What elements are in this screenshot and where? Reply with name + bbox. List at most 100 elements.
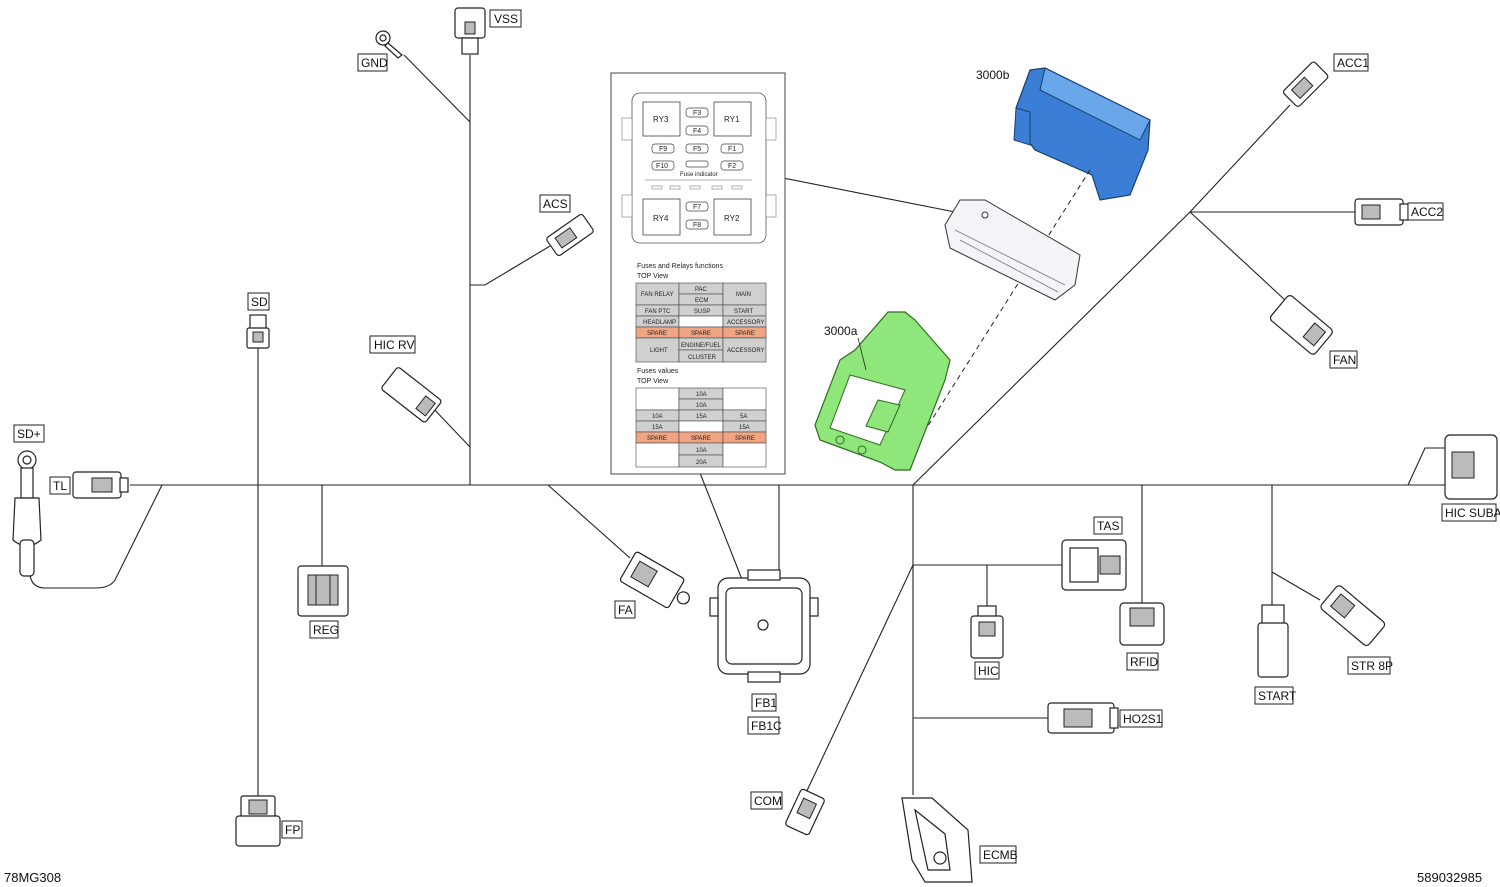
acc1-label: ACC1 bbox=[1337, 56, 1369, 70]
hic-suba-label: HIC SUBA bbox=[1445, 506, 1500, 520]
functions-table-title: Fuses and Relays functions bbox=[637, 263, 723, 270]
fan-label: FAN bbox=[1333, 353, 1356, 367]
fuse-indicator-label: Fuse indicator bbox=[680, 172, 718, 178]
functions-table-view: TOP View bbox=[637, 273, 669, 280]
drawing-code-left: 78MG308 bbox=[4, 870, 61, 885]
value-cell: 20A bbox=[696, 460, 707, 466]
part-3000a-label: 3000a bbox=[824, 324, 858, 338]
acc2-connector-icon bbox=[1354, 198, 1409, 226]
value-cell: SPARE bbox=[647, 436, 667, 442]
value-cell: 10A bbox=[696, 448, 707, 454]
function-cell: START bbox=[734, 309, 753, 315]
fp-label: FP bbox=[285, 823, 300, 837]
function-cell: ENGINE/FUEL bbox=[681, 343, 722, 349]
function-cell: HEADLAMP bbox=[643, 320, 676, 326]
vss-label: VSS bbox=[494, 12, 518, 26]
fb1-fuse-box-icon bbox=[709, 569, 819, 683]
fuse-f7-label: F7 bbox=[693, 204, 701, 211]
part-3000b-cover bbox=[1013, 67, 1151, 201]
value-cell: 5A bbox=[740, 414, 747, 420]
com-connector-icon bbox=[785, 788, 825, 836]
value-cell: 15A bbox=[652, 425, 663, 431]
hic-rv-label: HIC RV bbox=[374, 338, 414, 352]
fb1-label: FB1 bbox=[755, 696, 777, 710]
start-connector-icon bbox=[1257, 604, 1289, 678]
reg-connector-icon bbox=[297, 565, 349, 617]
acc2-label: ACC2 bbox=[1411, 205, 1443, 219]
rfid-label: RFID bbox=[1130, 655, 1158, 669]
part-3000-relay-base bbox=[944, 199, 1081, 301]
value-cell: 15A bbox=[696, 414, 707, 420]
vss-connector-icon bbox=[454, 7, 486, 55]
function-cell: PAC bbox=[695, 287, 708, 293]
fuse-f8-label: F8 bbox=[693, 222, 701, 229]
fa-label: FA bbox=[618, 603, 633, 617]
value-cell: SPARE bbox=[735, 436, 755, 442]
str-8p-label: STR 8P bbox=[1351, 659, 1393, 673]
rfid-connector-icon bbox=[1119, 602, 1165, 646]
fuse-f5-label: F5 bbox=[693, 146, 701, 153]
value-cell: 10A bbox=[696, 403, 707, 409]
function-cell: FAN RELAY bbox=[641, 292, 674, 298]
ecmb-label: ECMB bbox=[983, 848, 1018, 862]
tl-label: TL bbox=[53, 479, 67, 493]
tas-label: TAS bbox=[1097, 519, 1119, 533]
part-3000b-label: 3000b bbox=[976, 68, 1010, 82]
acc1-connector-icon bbox=[1283, 61, 1329, 107]
com-label: COM bbox=[754, 794, 782, 808]
sd-plus-label: SD+ bbox=[17, 427, 41, 441]
function-cell: FAN PTC bbox=[645, 309, 671, 315]
acs-connector-icon bbox=[546, 213, 594, 257]
fp-connector-icon bbox=[235, 795, 281, 847]
hic-rv-connector-icon bbox=[381, 367, 442, 423]
function-cell: ACCESSORY bbox=[727, 348, 765, 354]
fan-connector-icon bbox=[1269, 295, 1333, 355]
fuse-box-panel: RY3 RY1 RY4 RY2 F3 F4 F9 F5 F1 F10 Fuse … bbox=[610, 72, 786, 475]
value-cell: SPARE bbox=[691, 436, 711, 442]
ecmb-connector-icon bbox=[901, 797, 973, 883]
ho2s1-connector-icon bbox=[1047, 702, 1119, 734]
relay-ry2-label: RY2 bbox=[724, 214, 740, 223]
start-label: START bbox=[1258, 689, 1297, 703]
value-cell: 15A bbox=[739, 425, 750, 431]
function-cell: ACCESSORY bbox=[727, 320, 765, 326]
ho2s1-label: HO2S1 bbox=[1123, 712, 1163, 726]
function-cell: ECM bbox=[695, 298, 708, 304]
gnd-label: GND bbox=[361, 56, 388, 70]
fuse-f4-label: F4 bbox=[693, 128, 701, 135]
fa-relay-icon bbox=[619, 551, 690, 609]
function-cell: LIGHT bbox=[650, 348, 668, 354]
function-cell: SPARE bbox=[735, 331, 755, 337]
gnd-ring-terminal-icon bbox=[375, 30, 403, 59]
value-cell: 10A bbox=[652, 414, 663, 420]
function-cell: MAIN bbox=[736, 292, 751, 298]
function-cell: CLUSTER bbox=[688, 355, 717, 361]
values-table-title: Fuses values bbox=[637, 368, 679, 375]
function-cell: SUSP bbox=[694, 309, 710, 315]
functions-table: FAN RELAY PAC ECM MAIN FAN PTC SUSP STAR… bbox=[635, 282, 767, 363]
sd-connector-icon bbox=[246, 314, 270, 349]
relay-ry3-label: RY3 bbox=[653, 115, 669, 124]
fuse-f2-label: F2 bbox=[728, 163, 736, 170]
sd-plus-sensor-icon bbox=[12, 450, 42, 577]
fuse-f3-label: F3 bbox=[693, 110, 701, 117]
fuse-f9-label: F9 bbox=[659, 146, 667, 153]
relay-ry1-label: RY1 bbox=[724, 115, 740, 124]
values-table-view: TOP View bbox=[637, 378, 669, 385]
drawing-code-right: 589032985 bbox=[1417, 870, 1482, 885]
function-cell: SPARE bbox=[647, 331, 667, 337]
tas-connector-icon bbox=[1061, 539, 1127, 591]
callout-labels: VSS GND ACS SD HIC RV SD+ TL REG FA FP F… bbox=[13, 9, 1500, 864]
str-8p-connector-icon bbox=[1320, 585, 1386, 647]
sd-label: SD bbox=[251, 295, 268, 309]
hic-label: HIC bbox=[978, 664, 999, 678]
fuse-f10-label: F10 bbox=[656, 163, 668, 170]
part-3000a-bracket bbox=[814, 311, 951, 471]
reg-label: REG bbox=[313, 623, 339, 637]
tl-connector-icon bbox=[72, 471, 129, 499]
fb1c-label: FB1C bbox=[751, 719, 782, 733]
relay-ry4-label: RY4 bbox=[653, 214, 669, 223]
fuse-f1-label: F1 bbox=[728, 146, 736, 153]
values-table: 10A 10A 10A 15A 5A 15A 15A SPARE SPARE S… bbox=[635, 387, 767, 468]
